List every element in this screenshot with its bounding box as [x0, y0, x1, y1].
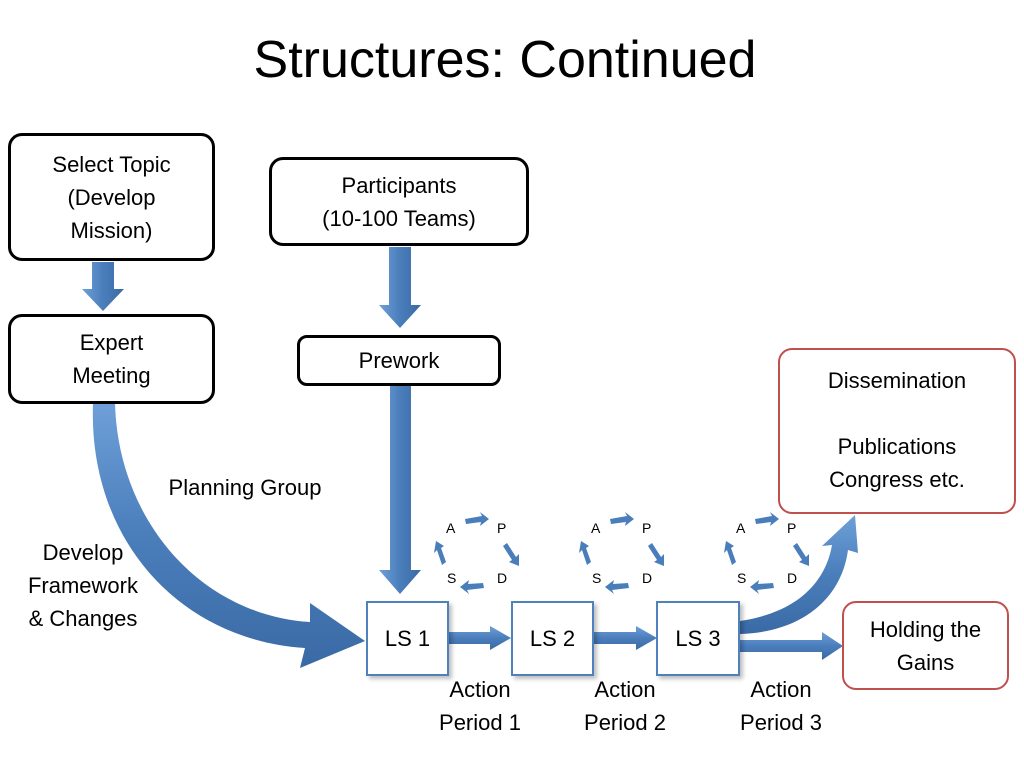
- dissemination-box: Dissemination Publications Congress etc.: [778, 348, 1016, 514]
- select-topic-line-3: Mission): [70, 217, 153, 243]
- action-period-1-label: Action Period 1: [420, 673, 540, 739]
- arrow-ls2-to-ls3: [594, 626, 657, 650]
- ls2-box: LS 2: [511, 601, 594, 676]
- holding-gains-box: Holding the Gains: [842, 601, 1009, 690]
- action-period-3-label: Action Period 3: [721, 673, 841, 739]
- planning-group-label: Planning Group: [168, 475, 322, 500]
- pdsa-cycle-1: [434, 512, 519, 594]
- participants-line-2: (10-100 Teams): [322, 205, 476, 231]
- holding-gains-line-2: Gains: [896, 649, 955, 675]
- action-period-3-line-1: Action: [750, 677, 812, 702]
- pdsa-1-d: D: [497, 570, 508, 586]
- arrow-expert-to-ls1: [92, 403, 365, 668]
- arrow-prework-to-ls1: [379, 386, 421, 594]
- pdsa-3-p: P: [787, 520, 797, 536]
- pdsa-2-s: S: [592, 570, 602, 586]
- ls1-box: LS 1: [366, 601, 449, 676]
- pdsa-cycle-3: [724, 512, 809, 594]
- pdsa-3-d: D: [787, 570, 798, 586]
- select-topic-box: Select Topic (Develop Mission): [8, 133, 215, 261]
- develop-framework-line-1: Develop: [42, 540, 124, 565]
- pdsa-cycle-2: [579, 512, 664, 594]
- pdsa-1-p: P: [497, 520, 507, 536]
- develop-framework-label: Develop Framework & Changes: [8, 536, 158, 635]
- dissemination-line-4: Congress etc.: [829, 467, 965, 492]
- action-period-3-line-2: Period 3: [740, 710, 822, 735]
- action-period-2-line-1: Action: [594, 677, 656, 702]
- action-period-1-line-1: Action: [449, 677, 511, 702]
- pdsa-1-a: A: [446, 520, 456, 536]
- pdsa-2-p: P: [642, 520, 652, 536]
- develop-framework-line-3: & Changes: [28, 606, 138, 631]
- pdsa-3-s: S: [737, 570, 747, 586]
- prework-label: Prework: [358, 348, 440, 373]
- select-topic-line-2: (Develop: [67, 184, 156, 210]
- participants-line-1: Participants: [341, 172, 457, 198]
- action-period-2-line-2: Period 2: [584, 710, 666, 735]
- dissemination-line-1: Dissemination: [827, 368, 967, 393]
- expert-meeting-line-1: Expert: [79, 330, 144, 355]
- slide-title: Structures: Continued: [253, 31, 757, 89]
- expert-meeting-box: Expert Meeting: [8, 314, 215, 404]
- select-topic-line-1: Select Topic: [52, 151, 171, 177]
- prework-box: Prework: [297, 335, 501, 386]
- develop-framework-line-2: Framework: [27, 573, 138, 598]
- pdsa-1-s: S: [447, 570, 457, 586]
- dissemination-line-3: Publications: [837, 434, 957, 459]
- arrow-ls1-to-ls2: [449, 626, 511, 650]
- arrow-topic-to-expert: [82, 262, 124, 311]
- action-period-2-label: Action Period 2: [565, 673, 685, 739]
- participants-box: Participants (10-100 Teams): [269, 157, 529, 246]
- holding-gains-line-1: Holding the: [869, 616, 982, 642]
- arrow-ls3-to-dissemination: [740, 515, 858, 634]
- expert-meeting-line-2: Meeting: [72, 363, 151, 388]
- pdsa-2-d: D: [642, 570, 653, 586]
- arrow-participants-to-prework: [379, 247, 421, 328]
- pdsa-3-a: A: [736, 520, 746, 536]
- arrow-ls3-to-holding: [740, 632, 843, 660]
- pdsa-2-a: A: [591, 520, 601, 536]
- action-period-1-line-2: Period 1: [439, 710, 521, 735]
- ls3-box: LS 3: [656, 601, 740, 676]
